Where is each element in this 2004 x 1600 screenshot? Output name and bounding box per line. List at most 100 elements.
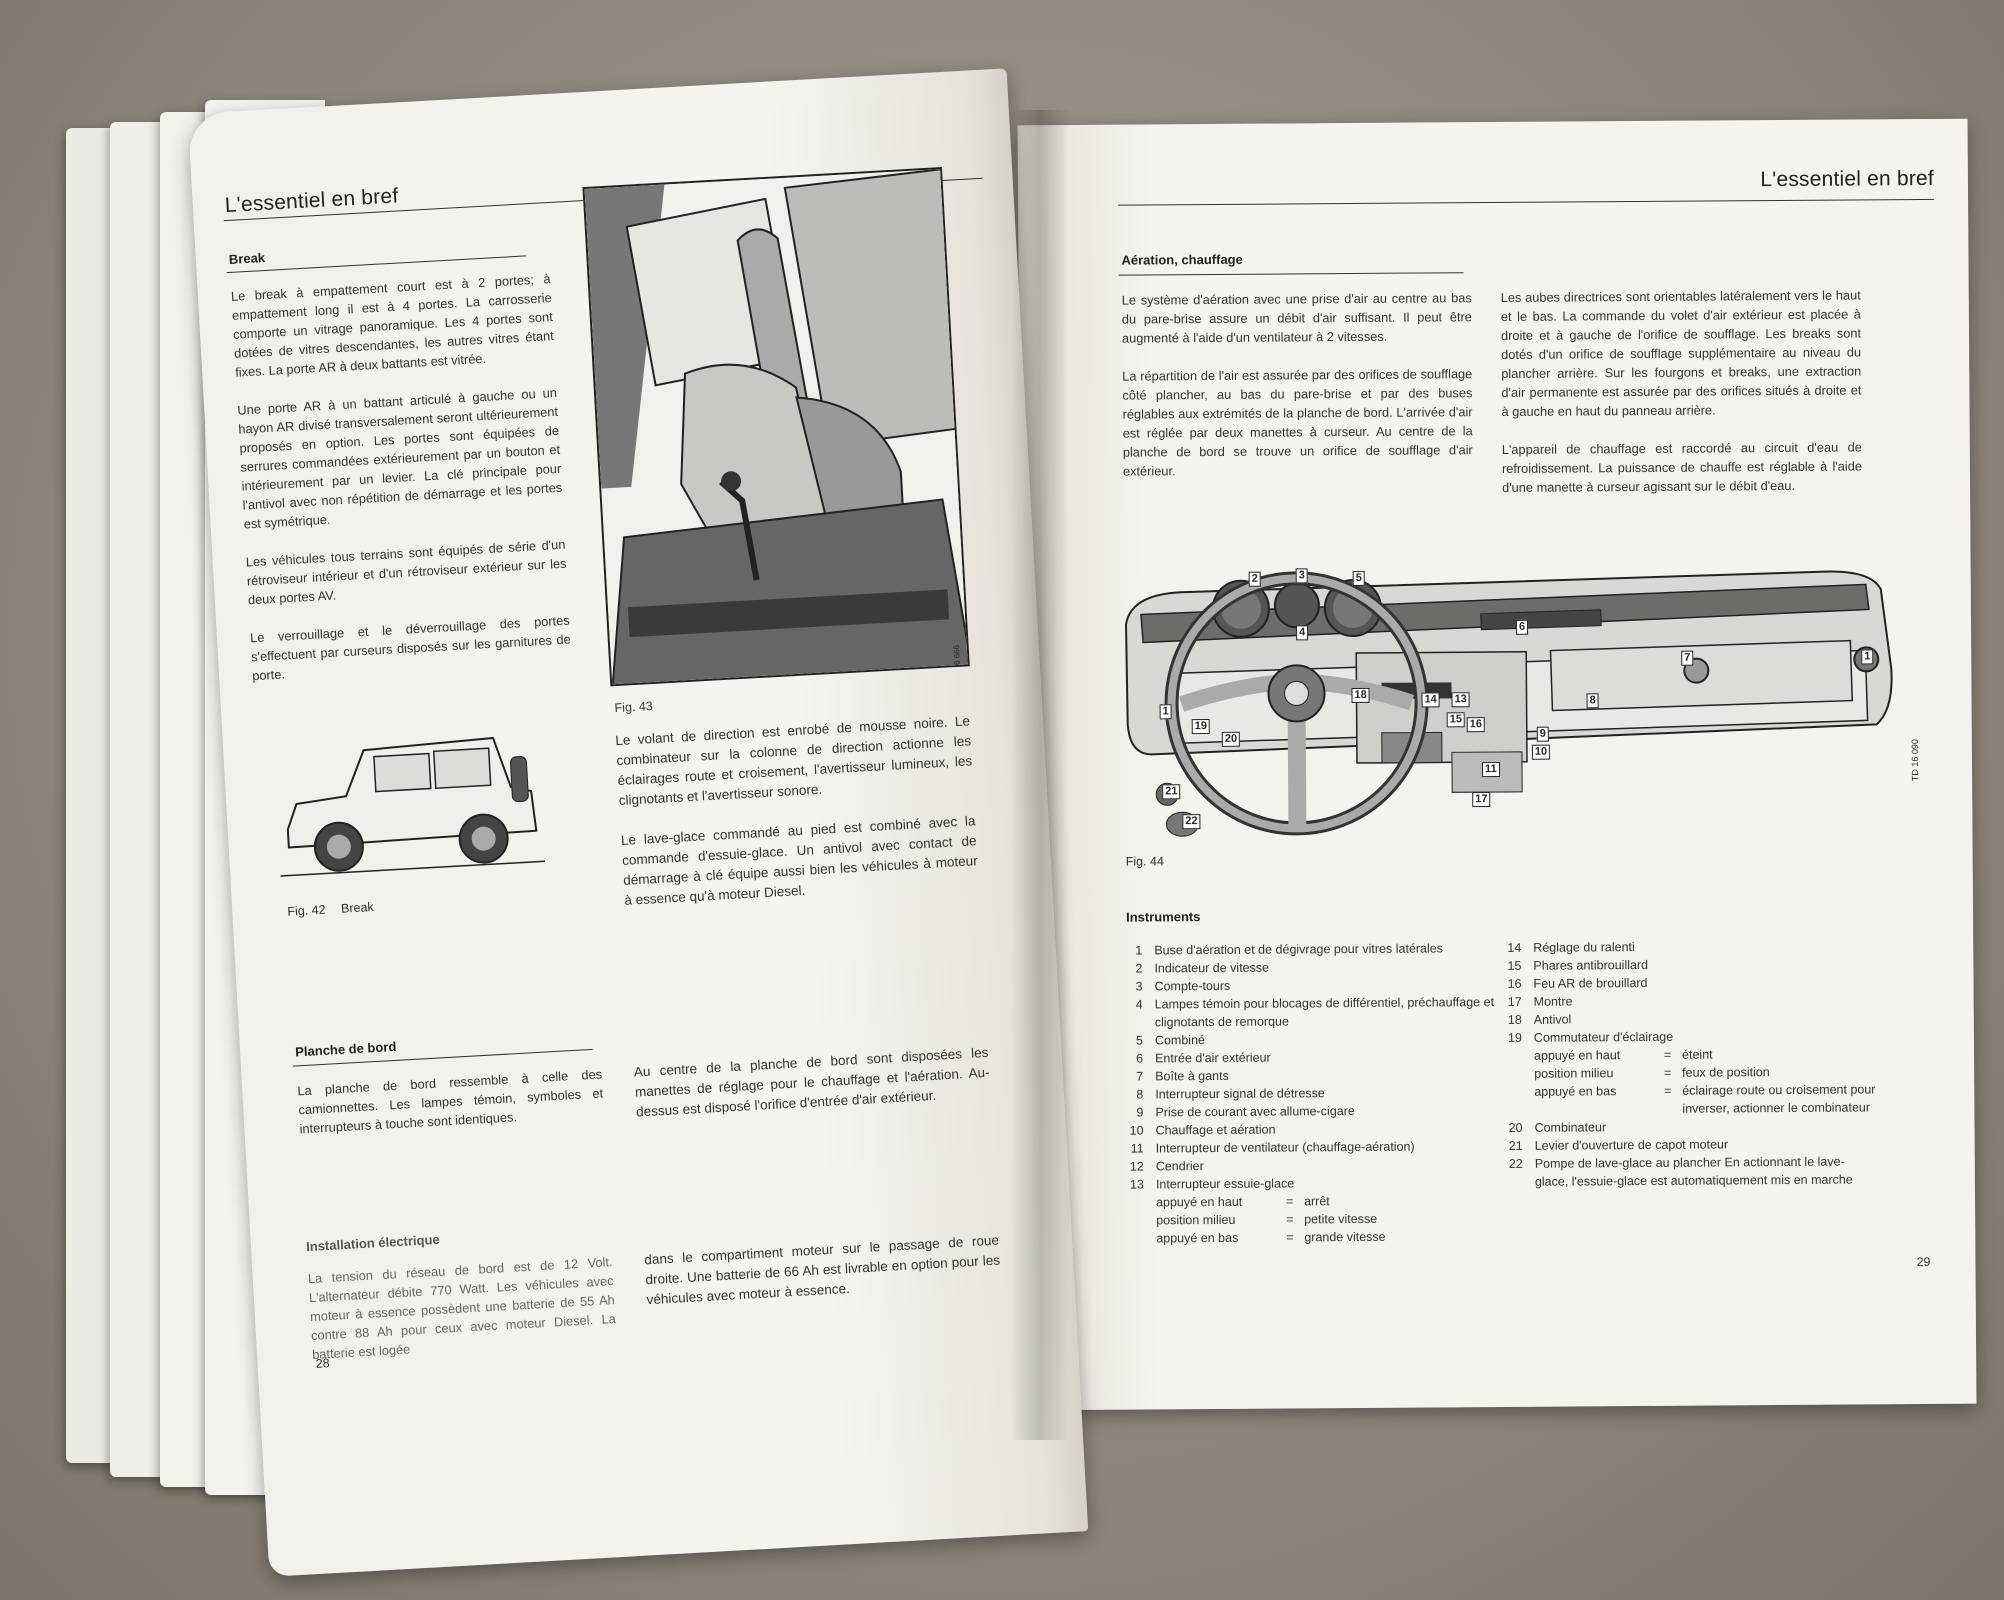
section-title: Installation électrique (305, 1231, 441, 1255)
electric-col2: dans le compartiment moteur sur le passa… (644, 1231, 1002, 1311)
figure-42-vehicle (272, 715, 551, 890)
section-rule (1118, 272, 1464, 276)
item-number: 4 (1135, 997, 1143, 1012)
callout-label: 3 (1295, 568, 1308, 584)
item-label: Feu AR de brouillard (1533, 975, 1648, 991)
item-label: Prise de courant avec allume-cigare (1155, 1104, 1355, 1120)
subitem-eq: = (1286, 1212, 1294, 1227)
subitem-k: position milieu (1534, 1066, 1614, 1081)
item-label: Combinateur (1534, 1120, 1607, 1135)
planche-col1: La planche de bord ressemble à celle des… (297, 1064, 605, 1138)
figure-code: TD 16 090 (1909, 739, 1921, 782)
item-number: 16 (1507, 976, 1522, 991)
callout-label: 13 (1451, 692, 1470, 708)
item-number: 2 (1135, 961, 1143, 976)
item-label: Indicateur de vitesse (1154, 960, 1270, 976)
callout-label: 15 (1446, 712, 1465, 728)
section-title: Aération, chauffage (1121, 251, 1243, 268)
instrument-item: 4 Lampes témoin pour blocages de différen… (1127, 993, 1497, 1032)
callout-label: 18 (1351, 687, 1370, 704)
steering-text: Le volant de direction est enrobé de mou… (615, 711, 979, 911)
subitem-k: appuyé en haut (1533, 1048, 1621, 1063)
paragraph: La répartition de l'air est assurée par … (1122, 366, 1473, 479)
figure-43-caption: Fig. 43 (614, 699, 654, 716)
page-number: 28 (315, 1356, 330, 1371)
subitem-eq: = (1663, 1047, 1672, 1062)
item-label: Commutateur d'éclairage (1533, 1029, 1674, 1045)
paragraph: Les aubes directrices sont orientables l… (1500, 287, 1862, 419)
planche-col2: Au centre de la planche de bord sont dis… (633, 1043, 991, 1123)
section-title: Planche de bord (294, 1038, 397, 1060)
subitem-v: éclairage route ou croisement pour inver… (1682, 1082, 1876, 1116)
figure-label: Break (340, 899, 375, 916)
item-number: 8 (1136, 1087, 1144, 1102)
paragraph: Une porte AR à un battant articulé à gau… (236, 384, 563, 532)
item-number: 10 (1129, 1123, 1144, 1138)
paragraph: Le volant de direction est enrobé de mou… (614, 713, 973, 809)
item-number: 6 (1136, 1051, 1144, 1066)
item-label: Levier d'ouverture de capot moteur (1534, 1137, 1729, 1153)
section-rule (226, 255, 527, 274)
callout-label: 2 (1248, 571, 1261, 587)
paragraph: Le verrouillage et le déverrouillage des… (249, 612, 572, 684)
callout-label: 14 (1421, 692, 1440, 708)
break-vehicle-drawing (280, 736, 546, 877)
item-label: Interrupteur de ventilateur (chauffage-a… (1155, 1139, 1415, 1156)
instrument-subitem: appuyé en bas=grande vitesse (1128, 1227, 1498, 1248)
item-number: 11 (1130, 1141, 1144, 1156)
callout-label: 7 (1681, 650, 1694, 666)
figure-42-caption: Fig. 42 Break (287, 900, 374, 919)
section-title: Break (228, 249, 266, 267)
section-title: Instruments (1126, 909, 1201, 925)
item-label: Entrée d'air extérieur (1154, 1050, 1271, 1066)
item-number: 14 (1507, 940, 1522, 955)
subitem-eq: = (1285, 1194, 1294, 1209)
subitem-v: feux de position (1682, 1065, 1770, 1080)
callout-label: 4 (1296, 625, 1309, 641)
subitem-k: appuyé en bas (1534, 1084, 1617, 1099)
item-number: 20 (1508, 1120, 1523, 1135)
item-number: 17 (1507, 994, 1522, 1009)
interior-illustration (584, 167, 970, 687)
item-number: 22 (1508, 1156, 1523, 1171)
item-number: 12 (1129, 1159, 1144, 1174)
callout-label: 11 (1481, 761, 1500, 778)
aeration-col1: Le système d'aération avec une prise d'a… (1122, 288, 1473, 480)
callout-label: 16 (1466, 717, 1486, 733)
paragraph: Les véhicules tous terrains sont équipés… (245, 536, 567, 608)
page-number: 29 (1916, 1254, 1931, 1270)
subitem-v: grande vitesse (1304, 1229, 1386, 1245)
subitem-k: appuyé en haut (1155, 1194, 1243, 1210)
item-number: 18 (1507, 1012, 1522, 1027)
paragraph: Le break à empattement court est à 2 por… (230, 271, 555, 380)
instrument-subitem: appuyé en bas = éclairage route ou croisem… (1506, 1080, 1876, 1119)
item-number: 13 (1129, 1177, 1144, 1192)
item-label: Lampes témoin pour blocages de différent… (1154, 995, 1495, 1030)
callout-label: 8 (1586, 693, 1599, 709)
callout-label: 17 (1472, 792, 1491, 808)
item-number: 9 (1136, 1105, 1144, 1120)
header-rule (1118, 198, 1935, 206)
subitem-eq: = (1664, 1083, 1672, 1098)
aeration-col2: Les aubes directrices sont orientables l… (1501, 285, 1862, 497)
item-number: 19 (1507, 1030, 1522, 1045)
right-page: L'essentiel en bref Aération, chauffage … (1017, 118, 1977, 1411)
running-head: L'essentiel en bref (224, 184, 399, 218)
item-label: Chauffage et aération (1155, 1122, 1276, 1138)
left-page: L'essentiel en bref Break Le break à emp… (187, 68, 1089, 1577)
dashboard-illustration (1125, 570, 1893, 837)
item-label: Antivol (1533, 1012, 1572, 1027)
item-label: Interrupteur essuie-glace (1155, 1176, 1295, 1192)
figure-43-interior: TD 06 666 (582, 167, 970, 687)
item-label: Interrupteur signal de détresse (1155, 1086, 1325, 1102)
figure-44-caption: Fig. 44 (1125, 854, 1164, 869)
subitem-v: petite vitesse (1304, 1211, 1378, 1227)
item-label: Combiné (1154, 1033, 1205, 1048)
item-label: Boîte à gants (1155, 1068, 1229, 1084)
figure-code: TD 06 666 (951, 644, 963, 683)
subitem-eq: = (1664, 1065, 1672, 1080)
